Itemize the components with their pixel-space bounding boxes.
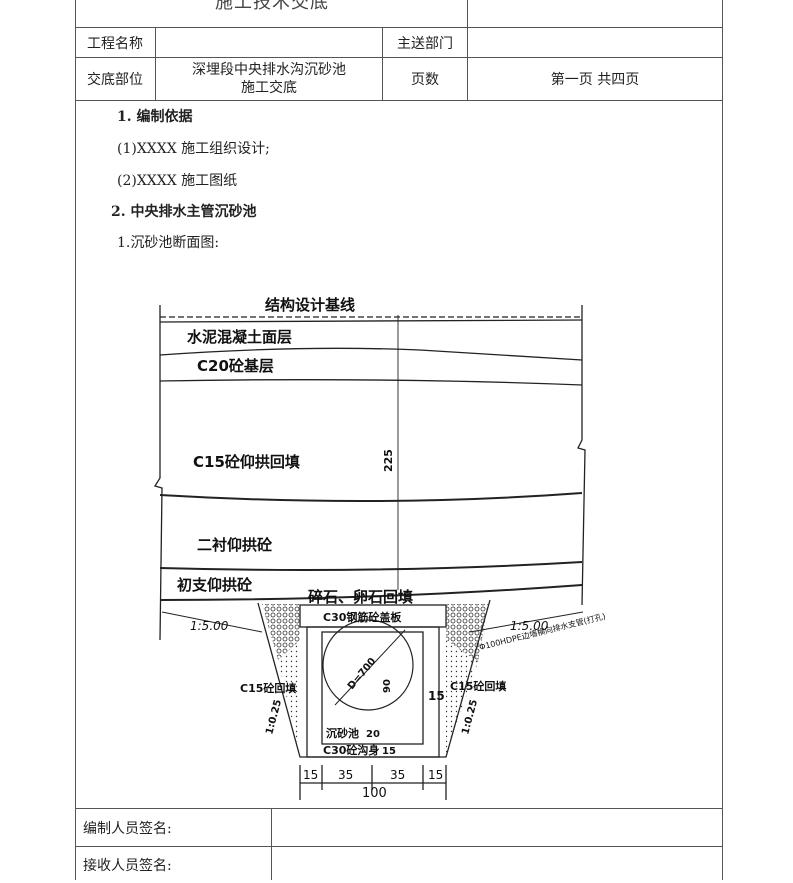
header-divider-3 <box>467 0 468 100</box>
project-name-label: 工程名称 <box>87 35 143 52</box>
location-value-line2: 施工交底 <box>241 80 297 96</box>
right-edge <box>577 305 586 606</box>
label-backfill-left: C15砼回填 <box>240 681 296 695</box>
header-rule-3 <box>75 100 723 101</box>
layer-line-6 <box>159 584 583 601</box>
pages-value: 第一页 共四页 <box>550 72 640 88</box>
pages-label: 页数 <box>411 72 439 88</box>
label-dim-35a: 35 <box>338 768 353 782</box>
label-layer2: C20砼基层 <box>197 357 274 375</box>
document-title: 施工技术交底 <box>215 0 329 13</box>
layer-line-2 <box>159 347 583 361</box>
label-pipe-note: Φ100HDPE边墙横向排水支管(打孔) <box>478 611 606 652</box>
tank-body <box>306 626 440 758</box>
label-cover: C30钢筋砼盖板 <box>323 610 402 624</box>
layer-line-1 <box>159 319 583 323</box>
footer-divider <box>271 808 272 880</box>
location-value-line1: 深埋段中央排水沟沉砂池 <box>192 62 346 78</box>
pipe-circle <box>322 619 414 711</box>
section1-item1: (1)XXXX 施工组织设计; <box>117 141 270 157</box>
document-frame: 施工技术交底 工程名称 主送部门 交底部位 深埋段中央排水沟沉砂池 施工交底 页… <box>75 0 723 880</box>
slope-line-right <box>469 611 584 633</box>
section2-title: 2. 中央排水主管沉砂池 <box>111 204 257 220</box>
label-tank: 沉砂池 <box>326 726 359 740</box>
footer-rule-1 <box>75 808 723 809</box>
gravel-fill-right <box>446 604 488 662</box>
label-diameter: D=700 <box>346 656 379 692</box>
compiler-label: 编制人员签名: <box>83 820 172 837</box>
label-dim-vertical: 225 <box>382 449 395 472</box>
layer-line-3 <box>159 379 583 386</box>
dept-label: 主送部门 <box>397 35 453 52</box>
label-layer5: 初支仰拱砼 <box>177 576 253 594</box>
label-dim-90: 90 <box>382 679 393 693</box>
label-datum: 结构设计基线 <box>265 296 355 314</box>
right-border <box>722 0 723 880</box>
layer-line-5 <box>159 561 583 571</box>
label-layer1: 水泥混凝土面层 <box>187 328 292 346</box>
label-dim-15b: 15 <box>428 768 443 782</box>
left-edge <box>153 305 163 641</box>
label-fill: 碎石、卵石回填 <box>308 588 413 606</box>
label-layer4: 二衬仰拱砼 <box>197 536 273 554</box>
concrete-fill-left <box>278 640 300 755</box>
header-divider-1 <box>155 27 156 100</box>
header-rule-1 <box>75 27 723 28</box>
label-dim-15a: 15 <box>303 768 318 782</box>
label-dim-15-right: 15 <box>428 689 445 703</box>
header-rule-2 <box>75 57 723 58</box>
tank-inner <box>321 631 424 745</box>
section1-title: 1. 编制依据 <box>117 109 193 125</box>
label-body: C30砼沟身 <box>323 743 379 757</box>
slope-line-left <box>161 611 263 633</box>
label-layer3: C15砼仰拱回填 <box>193 453 300 471</box>
label-body-dim: 15 <box>382 746 396 757</box>
label-dim-35b: 35 <box>390 768 405 782</box>
section1-item2: (2)XXXX 施工图纸 <box>117 173 238 189</box>
location-value: 深埋段中央排水沟沉砂池 施工交底 <box>156 58 382 100</box>
gravel-fill-left <box>262 604 300 660</box>
footer-rule-2 <box>75 846 723 847</box>
pipe-diameter-line <box>334 629 406 706</box>
layer-line-4 <box>159 492 583 503</box>
header-divider-2 <box>382 27 383 100</box>
section2-sub1: 1.沉砂池断面图: <box>117 235 220 251</box>
label-slope-right: 1:5.00 <box>510 619 549 633</box>
label-side-slope-left: 1:0.25 <box>264 698 284 735</box>
label-dim-total: 100 <box>362 786 387 801</box>
label-backfill-right: C15砼回填 <box>450 679 506 693</box>
label-slope-left: 1:5.00 <box>190 619 229 633</box>
concrete-fill-right <box>446 640 478 755</box>
receiver-label: 接收人员签名: <box>83 858 172 874</box>
location-label: 交底部位 <box>87 72 143 88</box>
label-tank-dim: 20 <box>366 729 380 740</box>
left-border <box>75 0 76 880</box>
